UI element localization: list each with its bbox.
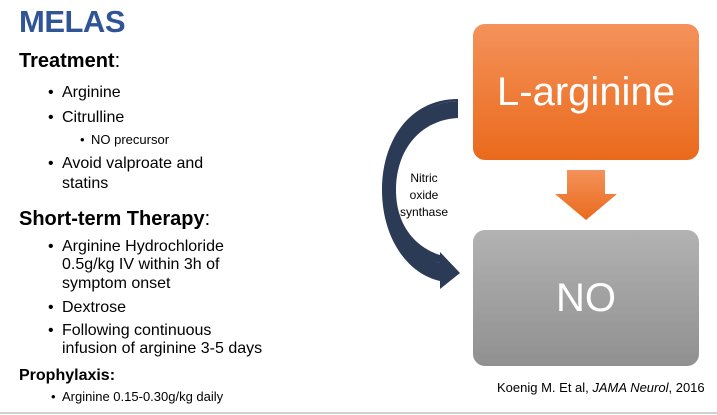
no-label: NO: [556, 275, 616, 320]
list-item: Arginine: [48, 83, 121, 102]
divider: [0, 412, 717, 414]
short-term-heading: Short-term Therapy:: [19, 208, 210, 231]
l-arginine-label: L-arginine: [497, 69, 675, 114]
treatment-heading-text: Treatment: [19, 50, 115, 72]
colon: :: [114, 50, 121, 72]
sub-list-item: NO precursor: [80, 132, 169, 147]
list-item-continuation: symptom onset: [62, 275, 171, 292]
colon: :: [204, 208, 211, 230]
list-item-continuation: 0.5g/kg IV within 3h of: [62, 256, 220, 273]
list-item: Arginine 0.15-0.30g/kg daily: [51, 389, 223, 404]
citation-authors: Koenig M. Et al,: [497, 380, 593, 395]
short-term-heading-text: Short-term Therapy: [19, 208, 205, 230]
citation-year: , 2016: [668, 380, 705, 395]
list-item-continuation: statins: [62, 175, 109, 192]
prophylaxis-heading: Prophylaxis:: [19, 367, 116, 384]
list-item: Arginine Hydrochloride: [48, 237, 224, 256]
down-arrow-icon: [555, 170, 617, 220]
list-item: Dextrose: [48, 298, 126, 317]
curved-arrow-icon: [382, 99, 460, 289]
treatment-heading: Treatment:: [19, 50, 120, 73]
citation-journal: JAMA Neurol: [592, 380, 669, 395]
list-item: Citrulline: [48, 108, 124, 127]
no-box: NO: [473, 230, 699, 366]
l-arginine-box: L-arginine: [473, 24, 699, 160]
list-item-continuation: infusion of arginine 3-5 days: [62, 340, 263, 357]
slide-title: MELAS: [19, 4, 126, 39]
list-item: Following continuous: [48, 321, 211, 340]
list-item: Avoid valproate and: [48, 154, 203, 173]
citation: Koenig M. Et al, JAMA Neurol, 2016: [497, 380, 705, 395]
enzyme-label: Nitric oxide synthase: [399, 171, 449, 219]
